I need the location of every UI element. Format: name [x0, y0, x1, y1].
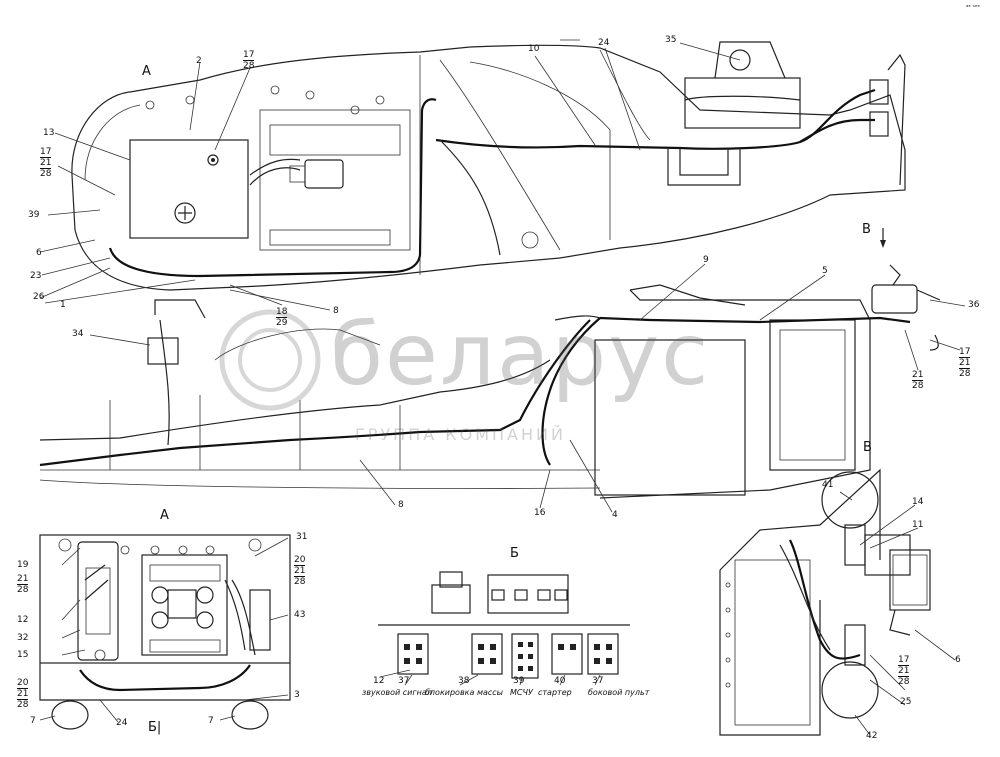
callout-25: 25 [900, 697, 912, 707]
callout-7-left: 7 [30, 716, 36, 726]
callout-6: 6 [36, 248, 42, 258]
callout-stack-17-28: 17 28 [243, 50, 255, 71]
caption-starter: стартер [538, 688, 572, 697]
stack-17-28-b: 28 [243, 61, 255, 71]
stack-left-a: 17 [40, 147, 52, 158]
stack-panel-b: 28 [17, 585, 29, 595]
caption-mscu: МСЧУ [510, 688, 533, 697]
callout-4: 4 [612, 510, 618, 520]
callout-31: 31 [296, 532, 308, 542]
view-label-b-bottom: В [863, 440, 872, 455]
view-label-a-bottom: А [160, 508, 169, 523]
stack-b20-a: 20 [294, 555, 306, 566]
stack-18-29-b: 29 [276, 318, 288, 328]
stack-b20-b: 21 [294, 566, 306, 577]
callout-16: 16 [534, 508, 546, 518]
view-label-b-cyr: Б [510, 546, 519, 561]
callout-11: 11 [912, 520, 924, 530]
stack-left-c: 28 [40, 169, 52, 179]
callout-35: 35 [665, 35, 677, 45]
caption-sound-signal: звуковой сигнал [362, 688, 432, 697]
callout-8-top: 8 [333, 306, 339, 316]
stack-a20-c: 28 [17, 700, 29, 710]
callout-32: 32 [17, 633, 29, 643]
view-label-b-cyr-bottom: Б| [148, 720, 162, 735]
stack-right-a: 17 [959, 347, 971, 358]
callout-41: 41 [822, 480, 834, 490]
stack-v-a: 17 [898, 655, 910, 666]
stack-right-b: 21 [959, 358, 971, 369]
view-label-b-top: В [862, 222, 871, 237]
stack-21-28-b: 28 [912, 381, 924, 391]
callout-stack-18-29: 18 29 [276, 307, 288, 328]
callout-12-conn: 12 [373, 676, 385, 686]
callout-stack-21-28-panel: 21 28 [17, 574, 29, 595]
callout-37-b: 37 [592, 676, 604, 686]
callout-43: 43 [294, 610, 306, 620]
stack-v-b: 21 [898, 666, 910, 677]
callout-8-mid: 8 [398, 500, 404, 510]
callout-15: 15 [17, 650, 29, 660]
callout-stack-17-21-28-v: 17 21 28 [898, 655, 910, 687]
callout-38: 38 [458, 676, 470, 686]
callout-stack-20-21-28-a: 20 21 28 [17, 678, 29, 710]
callout-34: 34 [72, 329, 84, 339]
callout-40: 40 [554, 676, 566, 686]
stack-a20-b: 21 [17, 689, 29, 700]
stack-b20-c: 28 [294, 577, 306, 587]
callout-2: 2 [196, 56, 202, 66]
stack-right-c: 28 [959, 369, 971, 379]
callout-39: 39 [28, 210, 40, 220]
callout-37-a: 37 [398, 676, 410, 686]
callout-42: 42 [866, 731, 878, 741]
stack-v-c: 28 [898, 677, 910, 687]
callout-3: 3 [294, 690, 300, 700]
callout-7-right: 7 [208, 716, 214, 726]
callout-9: 9 [703, 255, 709, 265]
callout-10: 10 [528, 44, 540, 54]
callout-6-v: 6 [955, 655, 961, 665]
callout-5: 5 [822, 266, 828, 276]
caption-mass-lock: блокировка массы [425, 688, 503, 697]
stack-21-28-a: 21 [912, 370, 924, 381]
callout-19: 19 [17, 560, 29, 570]
view-label-a-top: А [142, 64, 151, 79]
corner-mark: ᵃᵉ ˢᵉᵉ [966, 4, 981, 11]
callout-14: 14 [912, 497, 924, 507]
stack-17-28-a: 17 [243, 50, 255, 61]
stack-left-b: 21 [40, 158, 52, 169]
callout-26: 26 [33, 292, 45, 302]
callout-stack-17-21-28-right: 17 21 28 [959, 347, 971, 379]
callout-stack-21-28-right: 21 28 [912, 370, 924, 391]
caption-side-panel: боковой пульт [588, 688, 650, 697]
stack-18-29-a: 18 [276, 307, 288, 318]
stack-panel-a: 21 [17, 574, 29, 585]
stack-a20-a: 20 [17, 678, 29, 689]
callout-24-panel: 24 [116, 718, 128, 728]
callout-23: 23 [30, 271, 42, 281]
callout-12-panel: 12 [17, 615, 29, 625]
callout-stack-20-21-28-b: 20 21 28 [294, 555, 306, 587]
callout-36: 36 [968, 300, 980, 310]
callout-13: 13 [43, 128, 55, 138]
callout-1: 1 [60, 300, 66, 310]
callout-24: 24 [598, 38, 610, 48]
callout-stack-17-21-28-left: 17 21 28 [40, 147, 52, 179]
callout-39-conn: 39 [513, 676, 525, 686]
